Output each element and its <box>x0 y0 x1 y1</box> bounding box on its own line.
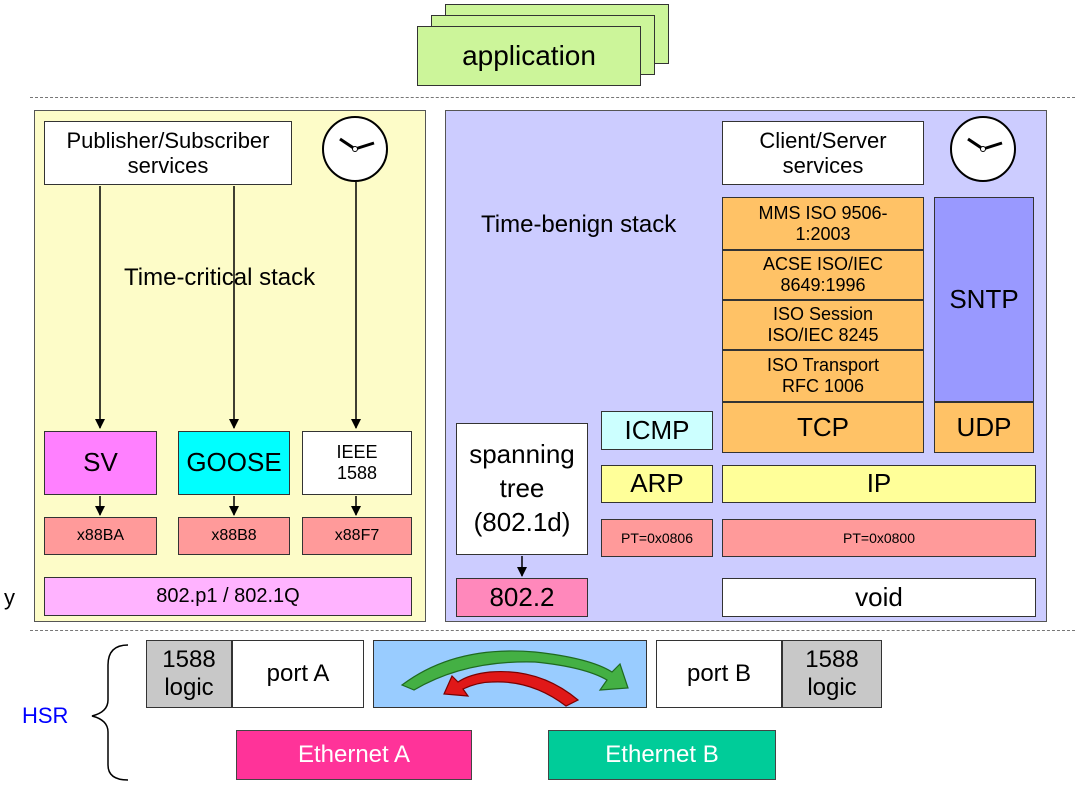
time-critical-stack-label: Time-critical stack <box>124 264 316 291</box>
sv-box: SV <box>44 431 157 495</box>
spanning-tree-box: spanning tree (802.1d) <box>456 423 588 555</box>
clock-icon <box>950 116 1016 182</box>
hsr-brace <box>91 644 129 781</box>
switch-fabric-box <box>373 640 647 708</box>
udp-box: UDP <box>934 402 1034 453</box>
ethernet-a-label: Ethernet A <box>297 741 411 769</box>
left-edge-glyph: y <box>4 585 15 610</box>
top-divider <box>30 97 1075 98</box>
iso-session-label: ISO Session ISO/IEC 8245 <box>767 304 879 345</box>
logic-b-label: 1588 logic <box>805 646 859 701</box>
udp-label: UDP <box>956 411 1012 442</box>
logic-a-box: 1588 logic <box>146 640 232 708</box>
ethernet-b-label: Ethernet B <box>605 741 719 769</box>
port-a-box: port A <box>232 640 364 708</box>
ethernet-a-box: Ethernet A <box>236 730 472 780</box>
pt-arp-label: PT=0x0806 <box>621 529 693 546</box>
icmp-label: ICMP <box>624 414 690 445</box>
application-label: application <box>462 39 596 71</box>
port-a-label: port A <box>266 660 330 688</box>
ethertype-sv-label: x88BA <box>76 526 125 544</box>
ethertype-1588-label: x88F7 <box>334 526 380 544</box>
ieee1588-box: IEEE 1588 <box>302 431 412 495</box>
port-b-label: port B <box>686 660 752 688</box>
goose-box: GOOSE <box>178 431 290 495</box>
hsr-label: HSR <box>22 703 69 728</box>
acse-label: ACSE ISO/IEC 8649:1996 <box>762 254 884 295</box>
clientserver-services-label: Client/Server services <box>759 127 887 178</box>
arp-label: ARP <box>630 468 684 499</box>
void-label: void <box>855 581 903 612</box>
void-box: void <box>722 578 1036 617</box>
ip-label: IP <box>866 468 892 499</box>
clock-icon <box>322 116 388 182</box>
pt-arp-box: PT=0x0806 <box>601 519 713 557</box>
sv-label: SV <box>83 447 118 478</box>
ip-box: IP <box>722 465 1036 503</box>
pt-ip-label: PT=0x0800 <box>843 529 915 546</box>
logic-a-label: 1588 logic <box>162 646 216 701</box>
time-benign-stack-label: Time-benign stack <box>481 211 677 238</box>
sntp-box: SNTP <box>934 197 1034 402</box>
pt-ip-box: PT=0x0800 <box>722 519 1036 557</box>
application-box: application <box>417 26 641 86</box>
icmp-box: ICMP <box>601 411 713 450</box>
logic-b-box: 1588 logic <box>782 640 882 708</box>
iso-transport-box: ISO Transport RFC 1006 <box>722 350 924 402</box>
bottom-divider <box>30 630 1075 631</box>
spanning-tree-label: spanning tree (802.1d) <box>469 439 575 537</box>
sntp-label: SNTP <box>949 283 1019 314</box>
dot1q-box: 802.p1 / 802.1Q <box>44 577 412 616</box>
port-b-box: port B <box>656 640 782 708</box>
ethertype-goose-box: x88B8 <box>178 517 290 555</box>
pubsub-services-label: Publisher/Subscriber services <box>66 127 270 178</box>
iso-session-box: ISO Session ISO/IEC 8245 <box>722 300 924 350</box>
llc-box: 802.2 <box>456 578 588 617</box>
ethertype-goose-label: x88B8 <box>211 526 257 544</box>
mms-label: MMS ISO 9506-1:2003 <box>758 202 888 244</box>
clientserver-services-box: Client/Server services <box>722 121 924 185</box>
ieee1588-label: IEEE 1588 <box>336 442 378 483</box>
arp-box: ARP <box>601 465 713 503</box>
mms-box: MMS ISO 9506-1:2003 <box>722 197 924 250</box>
dot1q-label: 802.p1 / 802.1Q <box>156 585 300 607</box>
tcp-box: TCP <box>722 402 924 453</box>
ethertype-sv-box: x88BA <box>44 517 157 555</box>
tcp-label: TCP <box>797 411 849 442</box>
goose-label: GOOSE <box>186 447 282 478</box>
pubsub-services-box: Publisher/Subscriber services <box>44 121 292 185</box>
iso-transport-label: ISO Transport RFC 1006 <box>766 355 880 396</box>
acse-box: ACSE ISO/IEC 8649:1996 <box>722 250 924 300</box>
llc-label: 802.2 <box>489 581 555 612</box>
ethertype-1588-box: x88F7 <box>302 517 412 555</box>
ethernet-b-box: Ethernet B <box>548 730 776 780</box>
